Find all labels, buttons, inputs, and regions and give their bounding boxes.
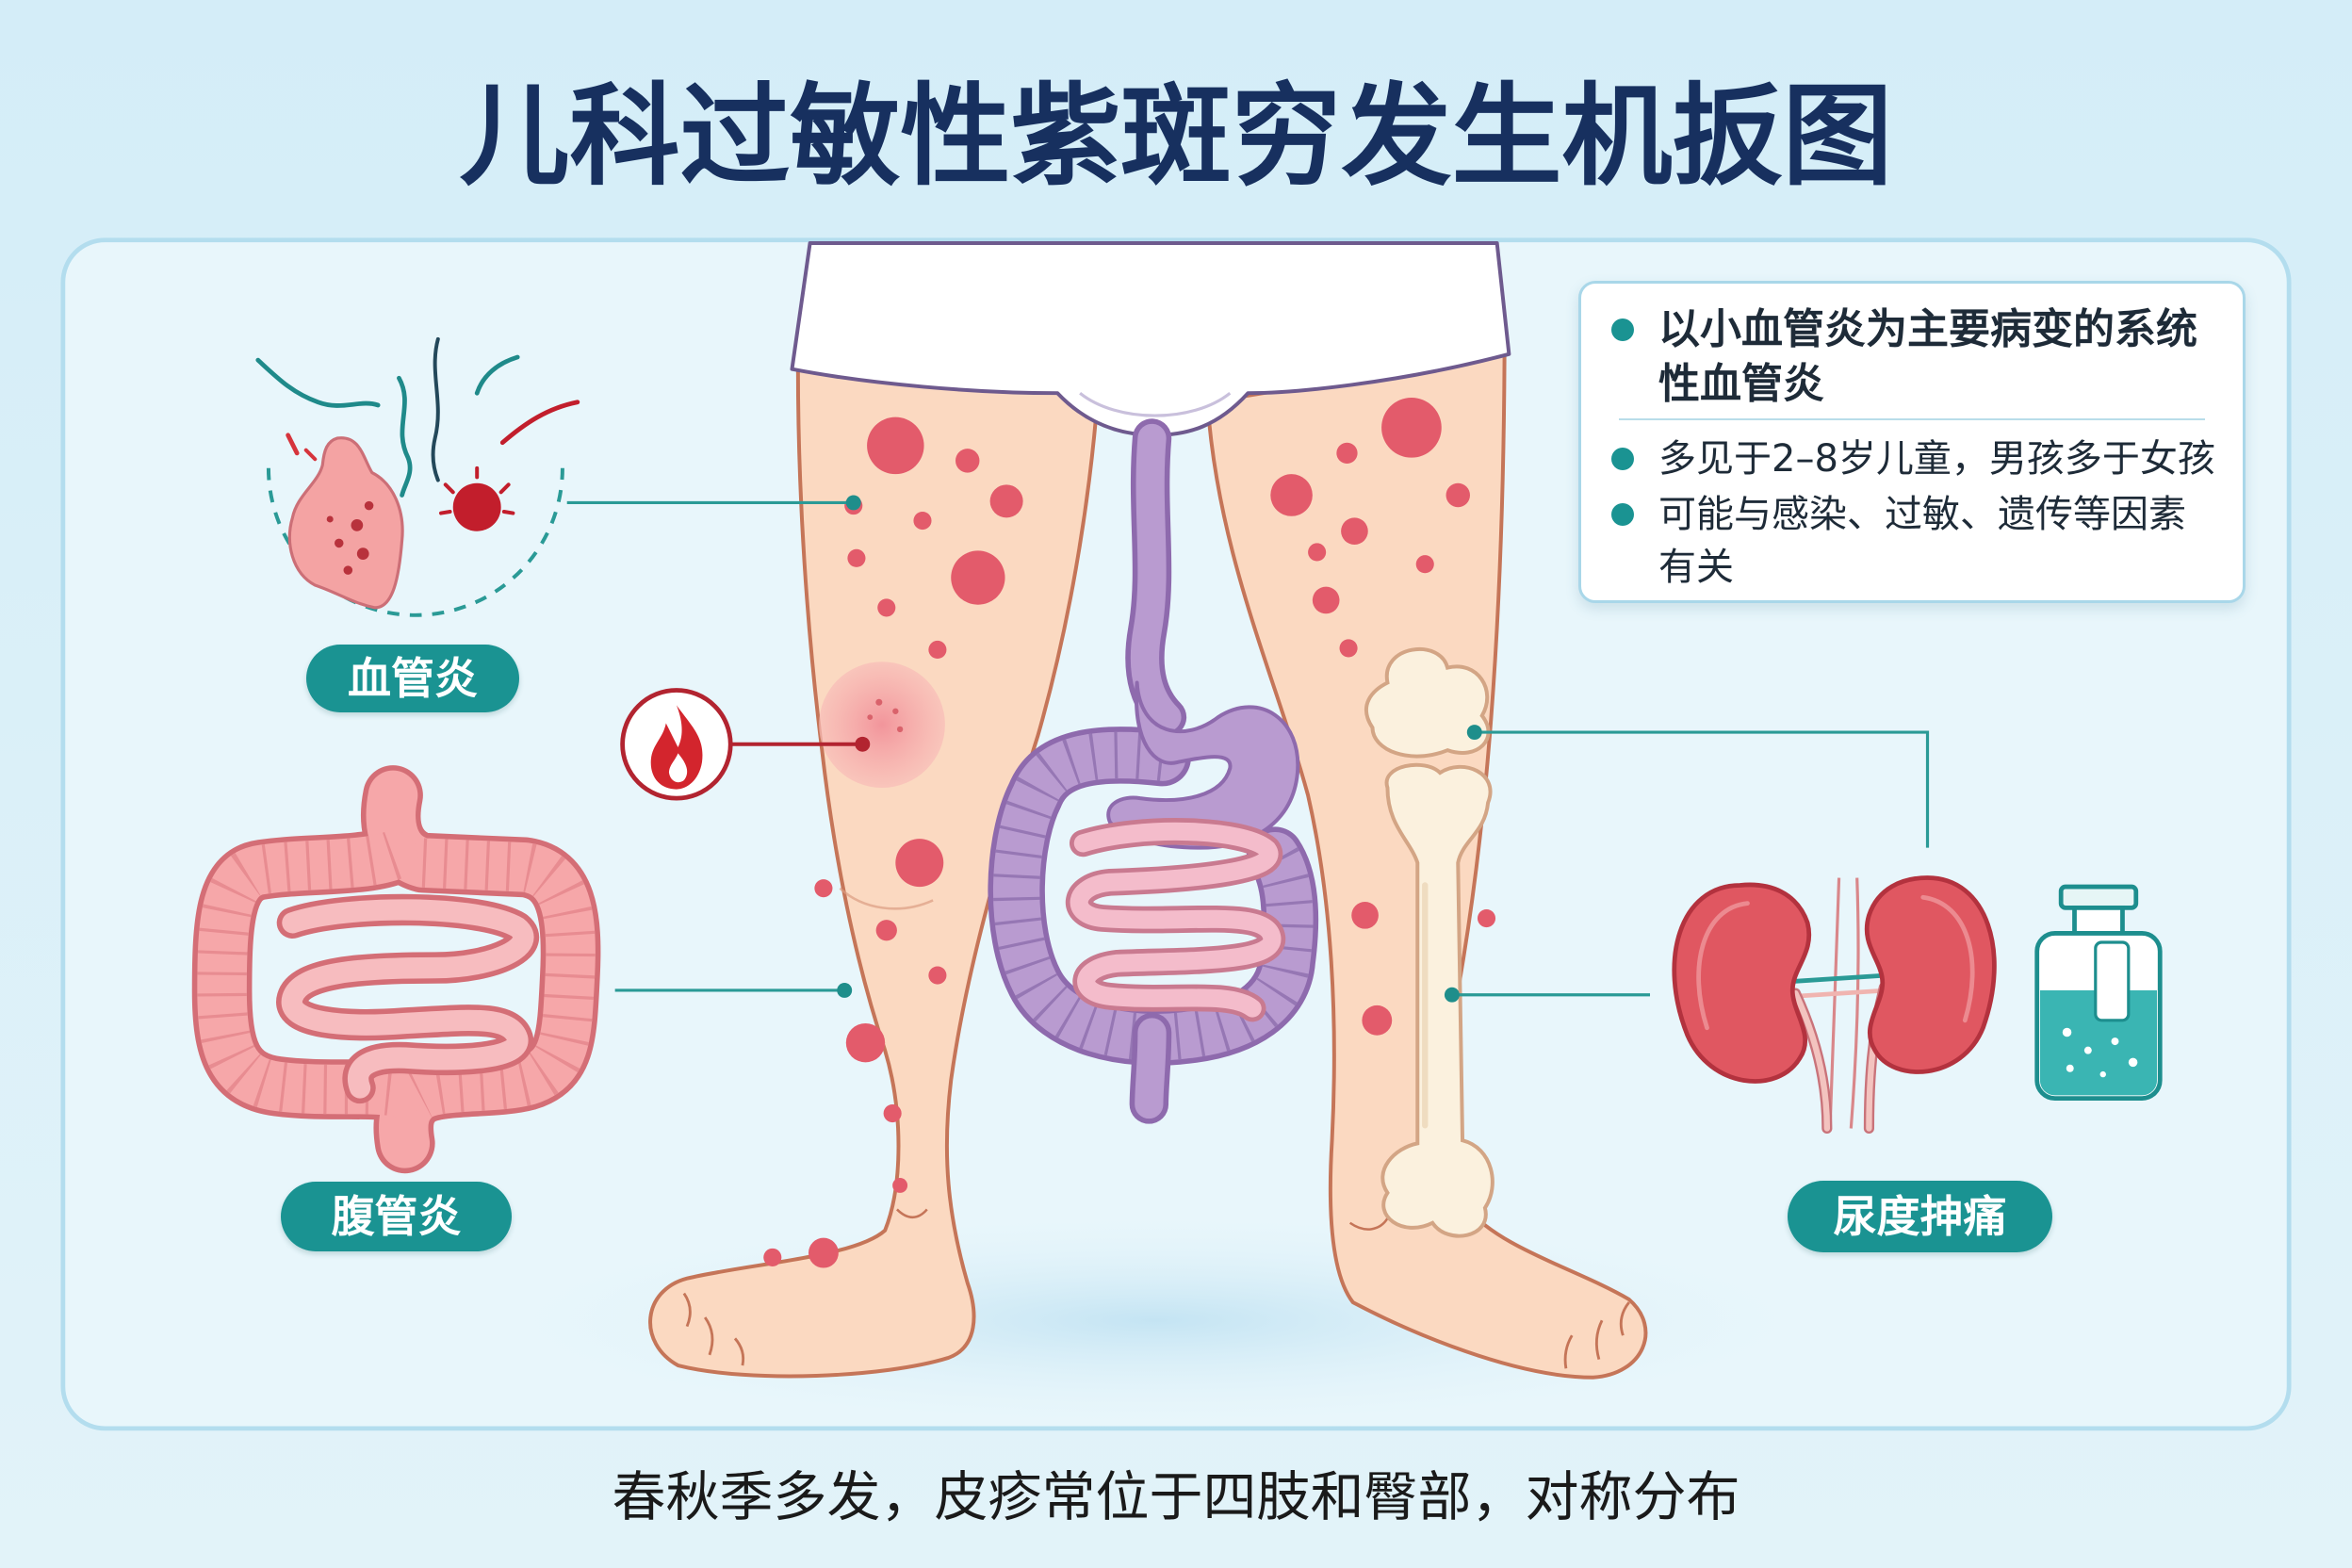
rash-spot [875, 920, 897, 941]
rash-spot [877, 598, 896, 617]
rash-spot [928, 640, 947, 660]
right-kidney [1864, 875, 1997, 1074]
info-item-age: 多见于2–8岁儿童，男孩多于女孩 [1658, 437, 2215, 481]
rash-spot [867, 416, 924, 475]
rash-spot [1312, 586, 1340, 614]
rash-spot [1336, 442, 1358, 465]
urine-bottle-icon [2034, 884, 2163, 1101]
info-box: 以小血管炎为主要病变的系统性血管炎 多见于2–8岁儿童，男孩多于女孩 可能与感染… [1578, 281, 2246, 603]
inflamed-vessel [287, 436, 404, 610]
info-item-causes: 可能与感染、过敏、遗传等因素有关 [1658, 493, 2186, 589]
connector-lines [566, 500, 1930, 997]
bullet-dot-icon [1611, 503, 1634, 526]
rash-spot [1308, 543, 1327, 562]
rash-spot [892, 1177, 908, 1193]
rash-spot [808, 1237, 839, 1268]
left-kidney [1672, 882, 1812, 1084]
rash-spots [763, 397, 1496, 1268]
rash-spot [814, 879, 833, 898]
bleeding-point-icon [439, 466, 515, 531]
rash-spot [1477, 908, 1496, 928]
connector-dots [837, 495, 1482, 1003]
rash-spot [1339, 639, 1358, 658]
rash-spot [845, 1022, 886, 1063]
rash-spot [1381, 397, 1442, 458]
rash-spot [1415, 555, 1434, 574]
rash-spot [956, 449, 980, 473]
intestine-icon [191, 765, 601, 1174]
bone-icon [1364, 646, 1494, 1238]
rash-spot [895, 839, 944, 888]
rash-spot [928, 966, 947, 985]
rash-spot [883, 1103, 902, 1123]
rash-spot [1341, 517, 1368, 546]
rash-spot [951, 550, 1005, 605]
digestive-tract [988, 418, 1319, 1124]
bullet-dot-icon [1611, 448, 1634, 470]
label-renal: 尿度抻痛 [1788, 1181, 2052, 1252]
rash-patch [819, 662, 945, 788]
rash-spot [989, 484, 1023, 518]
label-abdominal: 腹管炎 [281, 1182, 512, 1251]
info-item-primary: 以小血管炎为主要病变的系统性血管炎 [1658, 305, 2197, 408]
divider [1619, 418, 2205, 420]
fire-icon [620, 688, 871, 801]
rash-spot [1270, 474, 1313, 516]
rash-spot [763, 1248, 782, 1266]
kidney-icon [1672, 875, 1997, 1135]
rash-spot [913, 511, 932, 531]
label-vasculitis: 血管炎 [306, 645, 519, 712]
rash-spot [1362, 1004, 1393, 1036]
bottom-caption: 春秋季多发，皮疹常位于四肢和臀部，对称分布 [612, 1466, 1740, 1528]
rash-spot [1351, 901, 1379, 929]
bullet-dot-icon [1611, 318, 1634, 341]
page-title: 儿科过敏性紫斑穷发生机扳图 [459, 72, 1893, 201]
rash-spot [847, 548, 866, 567]
blood-vessel-icon [255, 336, 580, 617]
rash-spot [1446, 482, 1470, 508]
